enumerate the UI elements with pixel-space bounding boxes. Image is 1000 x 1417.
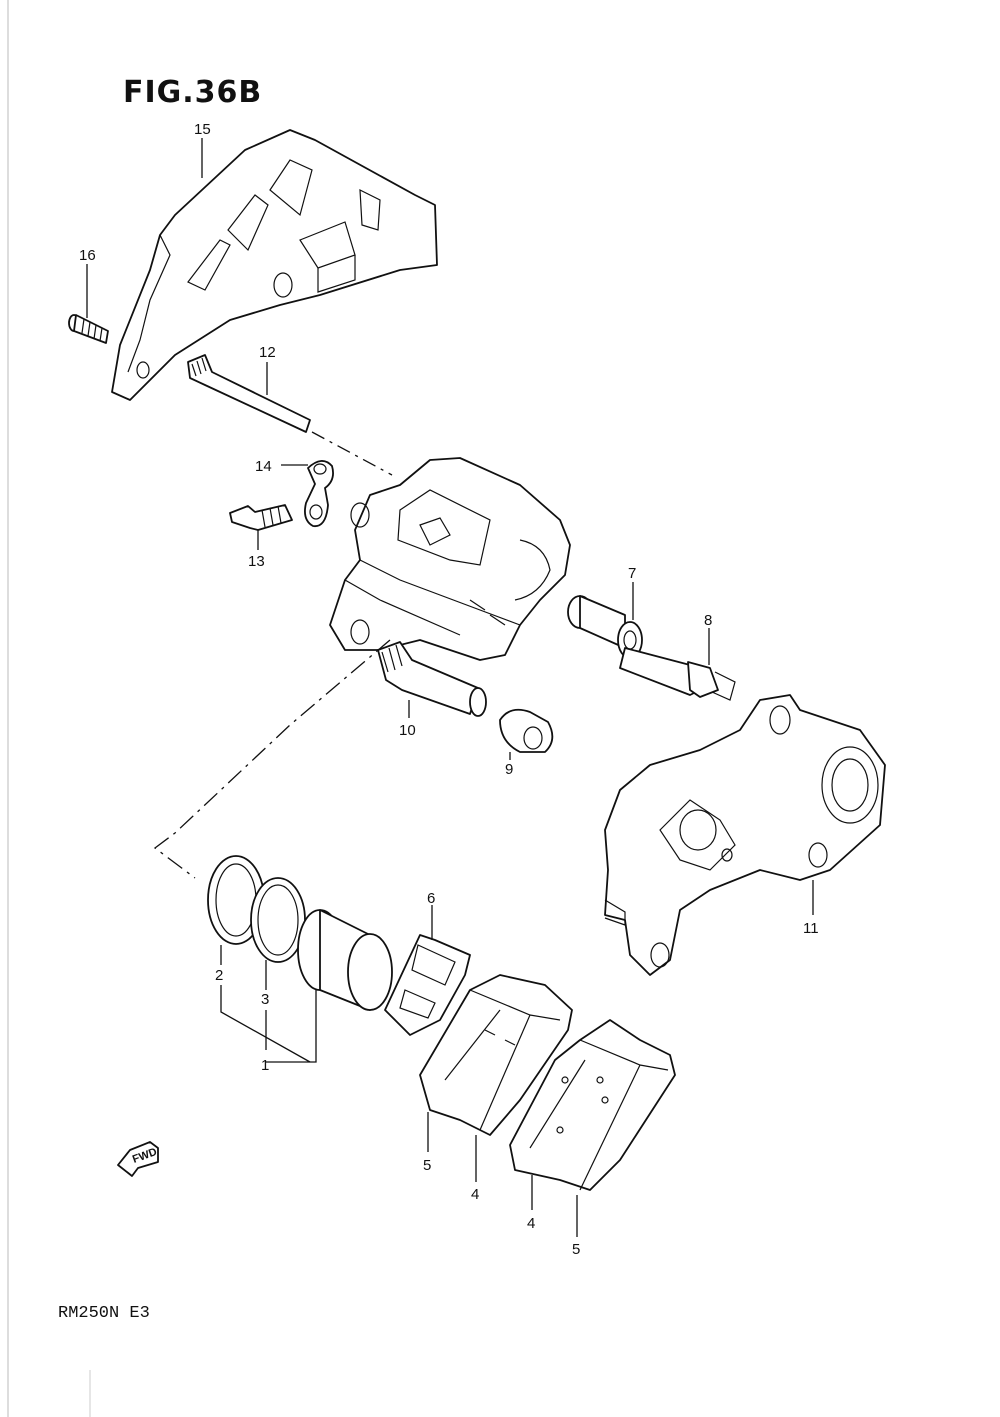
callout-1: 1 [261, 1057, 269, 1074]
brake-pad-outer-part [509, 1019, 676, 1191]
guard-bolt-part [68, 314, 109, 344]
callout-15: 15 [194, 121, 211, 138]
bleeder-cap-part [304, 460, 334, 528]
piston-part [297, 909, 393, 1011]
callout-6: 6 [427, 890, 435, 907]
bleeder-screw-part [229, 504, 293, 531]
callout-10: 10 [399, 722, 416, 739]
pin-boot-part [499, 708, 554, 753]
callout-labels: 15 16 12 14 13 7 8 10 9 11 6 2 3 1 5 4 4… [79, 121, 819, 1258]
sleeve-bolt-part [619, 647, 736, 701]
caliper-bracket-part [604, 694, 886, 976]
caliper-pin-part [187, 354, 311, 433]
callout-4b: 4 [527, 1215, 535, 1232]
caliper-body-part [329, 457, 571, 661]
sleeve-part [567, 595, 643, 659]
callout-5b: 5 [572, 1241, 580, 1258]
callout-2: 2 [215, 967, 223, 984]
slide-pin-part [377, 641, 487, 717]
callout-4a: 4 [471, 1186, 479, 1203]
callout-11: 11 [803, 920, 819, 937]
callout-12: 12 [259, 344, 276, 361]
callout-3: 3 [261, 991, 269, 1008]
callout-16: 16 [79, 247, 96, 264]
callout-14: 14 [255, 458, 272, 475]
callout-9: 9 [505, 761, 513, 778]
callout-7: 7 [628, 565, 636, 582]
model-code: RM250N E3 [58, 1304, 150, 1323]
callout-13: 13 [248, 553, 265, 570]
figure-title: FIG.36B [123, 75, 263, 110]
callout-5a: 5 [423, 1157, 431, 1174]
callout-8: 8 [704, 612, 712, 629]
dust-seal-part [250, 877, 306, 963]
caliper-guard-part [111, 129, 438, 401]
forward-arrow-icon: FWD [117, 1141, 159, 1177]
leader-lines [86, 138, 814, 1237]
brake-pad-inner-part [419, 974, 573, 1136]
pad-shim-part [384, 934, 471, 1036]
